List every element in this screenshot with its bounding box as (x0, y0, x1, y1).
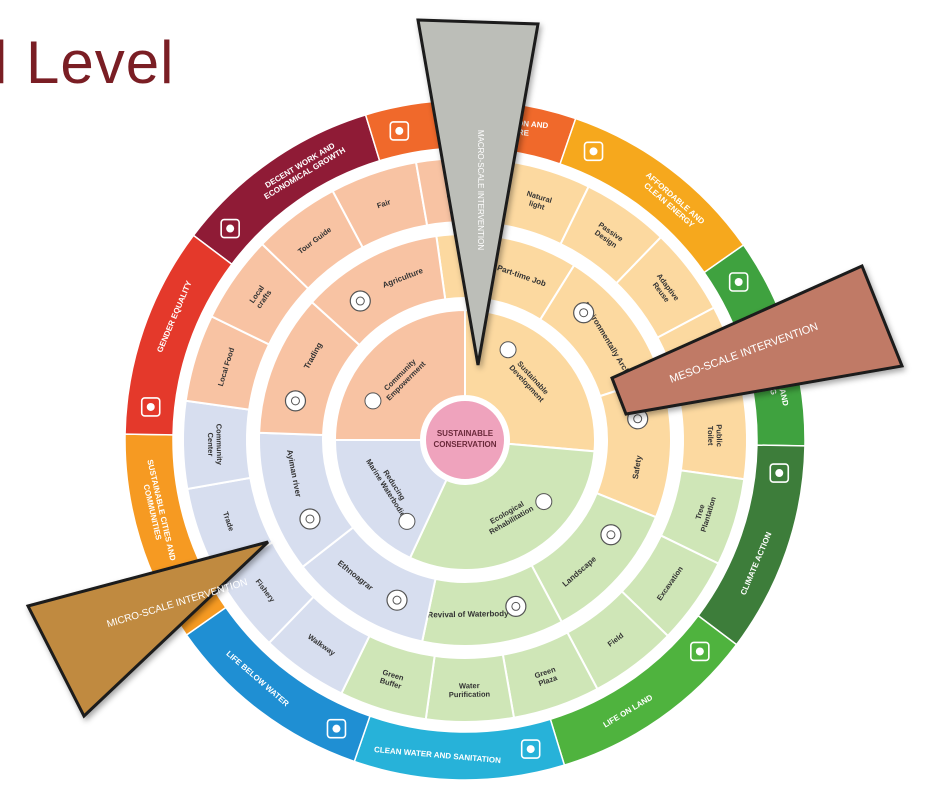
center-label-line1: SUSTAINABLE (437, 429, 494, 438)
second-ring-label-0: Fair (376, 197, 392, 210)
third-ring-icon-3 (600, 524, 622, 546)
third-ring-icon-4 (505, 595, 527, 617)
cubes-icon (389, 121, 410, 141)
inner-ring-icon-3 (364, 392, 382, 410)
inner-ring-cell-3 (333, 308, 466, 441)
tree-icon (690, 641, 710, 662)
third-ring-icon-8 (349, 290, 371, 312)
second-ring-label-6-text: Toilet (706, 426, 715, 446)
heartbeat-icon (728, 272, 749, 292)
third-ring-label-2-text: Safety (631, 454, 644, 480)
macro-scale-label: MACRO-SCALE INTERVENTION (476, 130, 485, 251)
second-ring-label-7-text: Tree (694, 503, 707, 520)
water-glass-icon (520, 739, 541, 759)
center-label-line2: CONSERVATION (433, 440, 496, 449)
second-ring-cell-19 (260, 189, 365, 290)
second-ring-label-6-text: Public (714, 424, 723, 447)
center-circle (424, 399, 506, 481)
eye-globe-icon (769, 463, 790, 483)
inner-ring-cell-2 (333, 439, 448, 560)
second-ring-label-11-text: Water (459, 681, 480, 690)
second-ring-label-16-text: Center (206, 432, 215, 456)
inner-ring-cell-0 (464, 308, 596, 453)
gender-icon (140, 397, 161, 417)
third-ring-icon-1 (573, 302, 595, 324)
third-ring-cell-8 (310, 234, 447, 347)
inner-ring-cell-1 (408, 442, 596, 571)
macro-scale-pointer (416, 18, 540, 366)
third-ring-label-4-text: Revival of Waterbody (427, 609, 509, 619)
second-ring-label-11-text: Purification (449, 690, 491, 700)
page-title: l Level (0, 29, 175, 96)
third-ring-icon-5 (386, 589, 408, 611)
inner-ring-icon-0 (499, 341, 517, 359)
third-ring-icon-7 (284, 390, 307, 412)
third-ring-icon-6 (299, 508, 321, 530)
inner-ring-icon-2 (398, 512, 416, 530)
second-ring-label-0-text: Fair (376, 197, 392, 210)
sun-icon (583, 141, 604, 162)
third-ring-label-4: Revival of Waterbody (427, 609, 509, 619)
meso-scale-pointer (610, 263, 905, 416)
center-hub: SUSTAINABLE CONSERVATION (424, 399, 506, 481)
micro-scale-pointer (25, 540, 270, 719)
second-ring-label-16-text: Community (214, 424, 224, 466)
fish-icon (326, 718, 347, 739)
inner-ring-icon-1 (535, 493, 553, 511)
growth-chart-icon (220, 218, 240, 239)
third-ring-label-2: Safety (631, 454, 644, 480)
